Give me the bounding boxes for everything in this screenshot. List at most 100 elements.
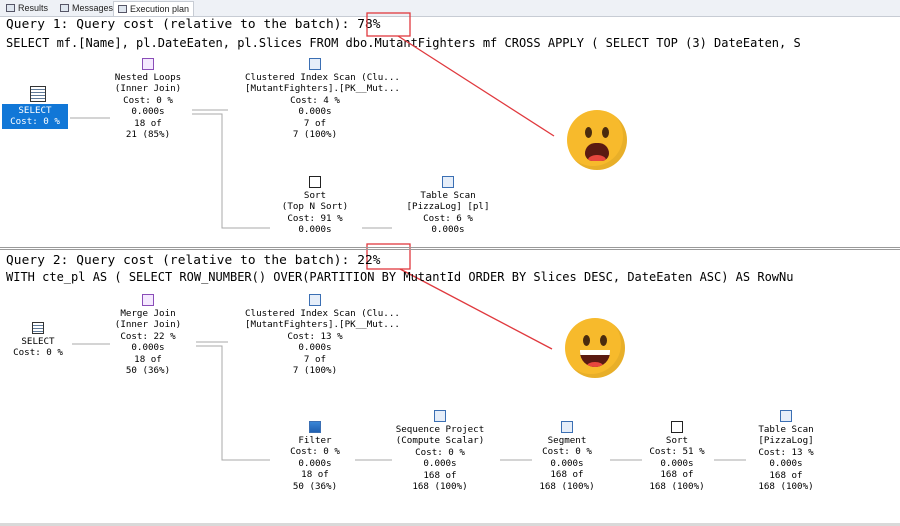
query2-segment-cost: Cost: 0 % <box>542 446 592 458</box>
message-icon <box>60 4 69 12</box>
clustered-index-scan-icon <box>309 294 321 306</box>
bottom-scrollbar-edge[interactable] <box>0 523 900 526</box>
query2-sequence-project-node[interactable]: Sequence Project (Compute Scalar) Cost: … <box>370 410 510 492</box>
query2-filter-title: Filter <box>298 435 332 446</box>
query2-sort-cost: Cost: 51 % <box>649 446 705 458</box>
query1-sort-time: 0.000s <box>298 224 332 236</box>
tab-results-label: Results <box>18 3 49 13</box>
query2-index-scan-title: Clustered Index Scan (Clu... <box>245 308 400 319</box>
query2-seq-project-est: 168 (100%) <box>412 481 468 493</box>
query2-table-scan-time: 0.000s <box>769 458 803 470</box>
shocked-face-icon <box>567 110 627 170</box>
query1-sort-node[interactable]: Sort (Top N Sort) Cost: 91 % 0.000s <box>245 176 385 236</box>
query1-table-scan-title: Table Scan <box>420 190 476 201</box>
query2-index-scan-rows: 7 of <box>303 353 327 365</box>
query2-table-scan-est: 168 (100%) <box>758 481 814 493</box>
query1-nested-loops-node[interactable]: Nested Loops (Inner Join) Cost: 0 % 0.00… <box>78 58 218 140</box>
query2-sort-node[interactable]: Sort Cost: 51 % 0.000s 168 of 168 (100%) <box>607 421 747 492</box>
query1-nested-loops-title: Nested Loops <box>114 72 182 83</box>
query2-merge-join-time: 0.000s <box>131 342 165 354</box>
query1-nested-loops-est: 21 (85%) <box>125 129 171 141</box>
query2-filter-cost: Cost: 0 % <box>290 446 340 458</box>
query2-header-label: Query 2: Query cost (relative to the bat… <box>6 253 358 268</box>
query2-merge-join-cost: Cost: 22 % <box>120 330 176 342</box>
tab-messages-label: Messages <box>72 3 114 13</box>
query1-select-cost: Cost: 0 % <box>10 116 60 128</box>
query1-index-scan-time: 0.000s <box>298 106 332 118</box>
query2-table-scan-cost: Cost: 13 % <box>758 446 814 458</box>
query2-merge-join-rows: 18 of <box>134 353 162 365</box>
table-scan-icon <box>780 410 792 422</box>
tab-results[interactable]: Results <box>2 1 52 15</box>
query2-segment-node[interactable]: Segment Cost: 0 % 0.000s 168 of 168 (100… <box>497 421 637 492</box>
query1-table-scan-time: 0.000s <box>431 224 465 236</box>
query2-segment-rows: 168 of <box>550 469 584 481</box>
query2-sort-rows: 168 of <box>660 469 694 481</box>
query2-table-scan-node[interactable]: Table Scan [PizzaLog] Cost: 13 % 0.000s … <box>716 410 856 492</box>
query1-index-scan-cost: Cost: 4 % <box>290 94 340 106</box>
query2-sql: WITH cte_pl AS ( SELECT ROW_NUMBER() OVE… <box>6 270 794 284</box>
query2-segment-time: 0.000s <box>550 457 584 469</box>
query2-header: Query 2: Query cost (relative to the bat… <box>6 253 381 268</box>
query2-select-cost: Cost: 0 % <box>13 347 63 359</box>
query1-index-scan-est: 7 (100%) <box>292 129 338 141</box>
tab-execution-plan[interactable]: Execution plan <box>113 1 195 16</box>
query2-filter-est: 50 (36%) <box>292 480 338 492</box>
query2-merge-join-node[interactable]: Merge Join (Inner Join) Cost: 22 % 0.000… <box>78 294 218 376</box>
query1-sort-cost: Cost: 91 % <box>287 212 343 224</box>
sort-icon <box>309 176 321 188</box>
query1-nested-loops-rows: 18 of <box>134 117 162 129</box>
results-tab-bar: Results Messages Execution plan <box>0 0 900 17</box>
query1-cost: 78% <box>357 17 381 32</box>
query1-index-scan-rows: 7 of <box>303 117 327 129</box>
tab-execution-plan-label: Execution plan <box>130 4 190 14</box>
query2-sort-time: 0.000s <box>660 457 694 469</box>
query2-cost: 22% <box>357 253 381 268</box>
query2-index-scan-est: 7 (100%) <box>292 365 338 377</box>
query1-nested-loops-subtitle: (Inner Join) <box>114 83 182 95</box>
query2-sort-title: Sort <box>665 435 689 446</box>
query2-index-scan-time: 0.000s <box>298 342 332 354</box>
query1-sort-title: Sort <box>303 190 327 201</box>
query1-select-title: SELECT <box>18 105 52 116</box>
query2-seq-project-cost: Cost: 0 % <box>415 446 465 458</box>
query1-sql: SELECT mf.[Name], pl.DateEaten, pl.Slice… <box>6 36 801 50</box>
query2-table-scan-subtitle: [PizzaLog] <box>758 435 814 447</box>
query2-select-node[interactable]: SELECT Cost: 0 % <box>0 322 108 359</box>
query1-table-scan-subtitle: [PizzaLog] [pl] <box>406 201 490 213</box>
clustered-index-scan-icon <box>309 58 321 70</box>
query2-index-scan-cost: Cost: 13 % <box>287 330 343 342</box>
query2-seq-project-title: Sequence Project <box>395 424 485 435</box>
filter-icon <box>309 421 321 433</box>
query1-select-node[interactable]: SELECT Cost: 0 % <box>2 104 68 129</box>
sort-icon <box>671 421 683 433</box>
query2-seq-project-subtitle: (Compute Scalar) <box>395 435 485 447</box>
query1-index-scan-node[interactable]: Clustered Index Scan (Clu... [MutantFigh… <box>245 58 400 141</box>
query1-nested-loops-time: 0.000s <box>131 106 165 118</box>
query1-table-scan-node[interactable]: Table Scan [PizzaLog] [pl] Cost: 6 % 0.0… <box>378 176 518 236</box>
query2-segment-est: 168 (100%) <box>539 480 595 492</box>
grinning-face-icon <box>565 318 625 378</box>
query2-merge-join-title: Merge Join <box>120 308 176 319</box>
query1-nested-loops-cost: Cost: 0 % <box>123 94 173 106</box>
merge-join-icon <box>142 294 154 306</box>
query2-select-title: SELECT <box>21 336 55 347</box>
query2-filter-rows: 18 of <box>301 469 329 481</box>
query2-filter-node[interactable]: Filter Cost: 0 % 0.000s 18 of 50 (36%) <box>245 421 385 492</box>
sequence-project-icon <box>434 410 446 422</box>
query1-index-scan-subtitle: [MutantFighters].[PK__Mut... <box>245 83 400 95</box>
query2-index-scan-node[interactable]: Clustered Index Scan (Clu... [MutantFigh… <box>245 294 400 377</box>
execution-plan-icon <box>118 5 127 13</box>
query2-table-scan-title: Table Scan <box>758 424 814 435</box>
select-icon <box>32 322 44 334</box>
segment-icon <box>561 421 573 433</box>
query2-sort-est: 168 (100%) <box>649 480 705 492</box>
tab-messages[interactable]: Messages <box>56 1 117 15</box>
query2-filter-time: 0.000s <box>298 457 332 469</box>
table-scan-icon <box>442 176 454 188</box>
query2-seq-project-rows: 168 of <box>423 469 457 481</box>
query1-table-scan-cost: Cost: 6 % <box>423 212 473 224</box>
query-divider-top <box>0 247 900 248</box>
nested-loops-icon <box>142 58 154 70</box>
select-icon <box>30 86 46 102</box>
